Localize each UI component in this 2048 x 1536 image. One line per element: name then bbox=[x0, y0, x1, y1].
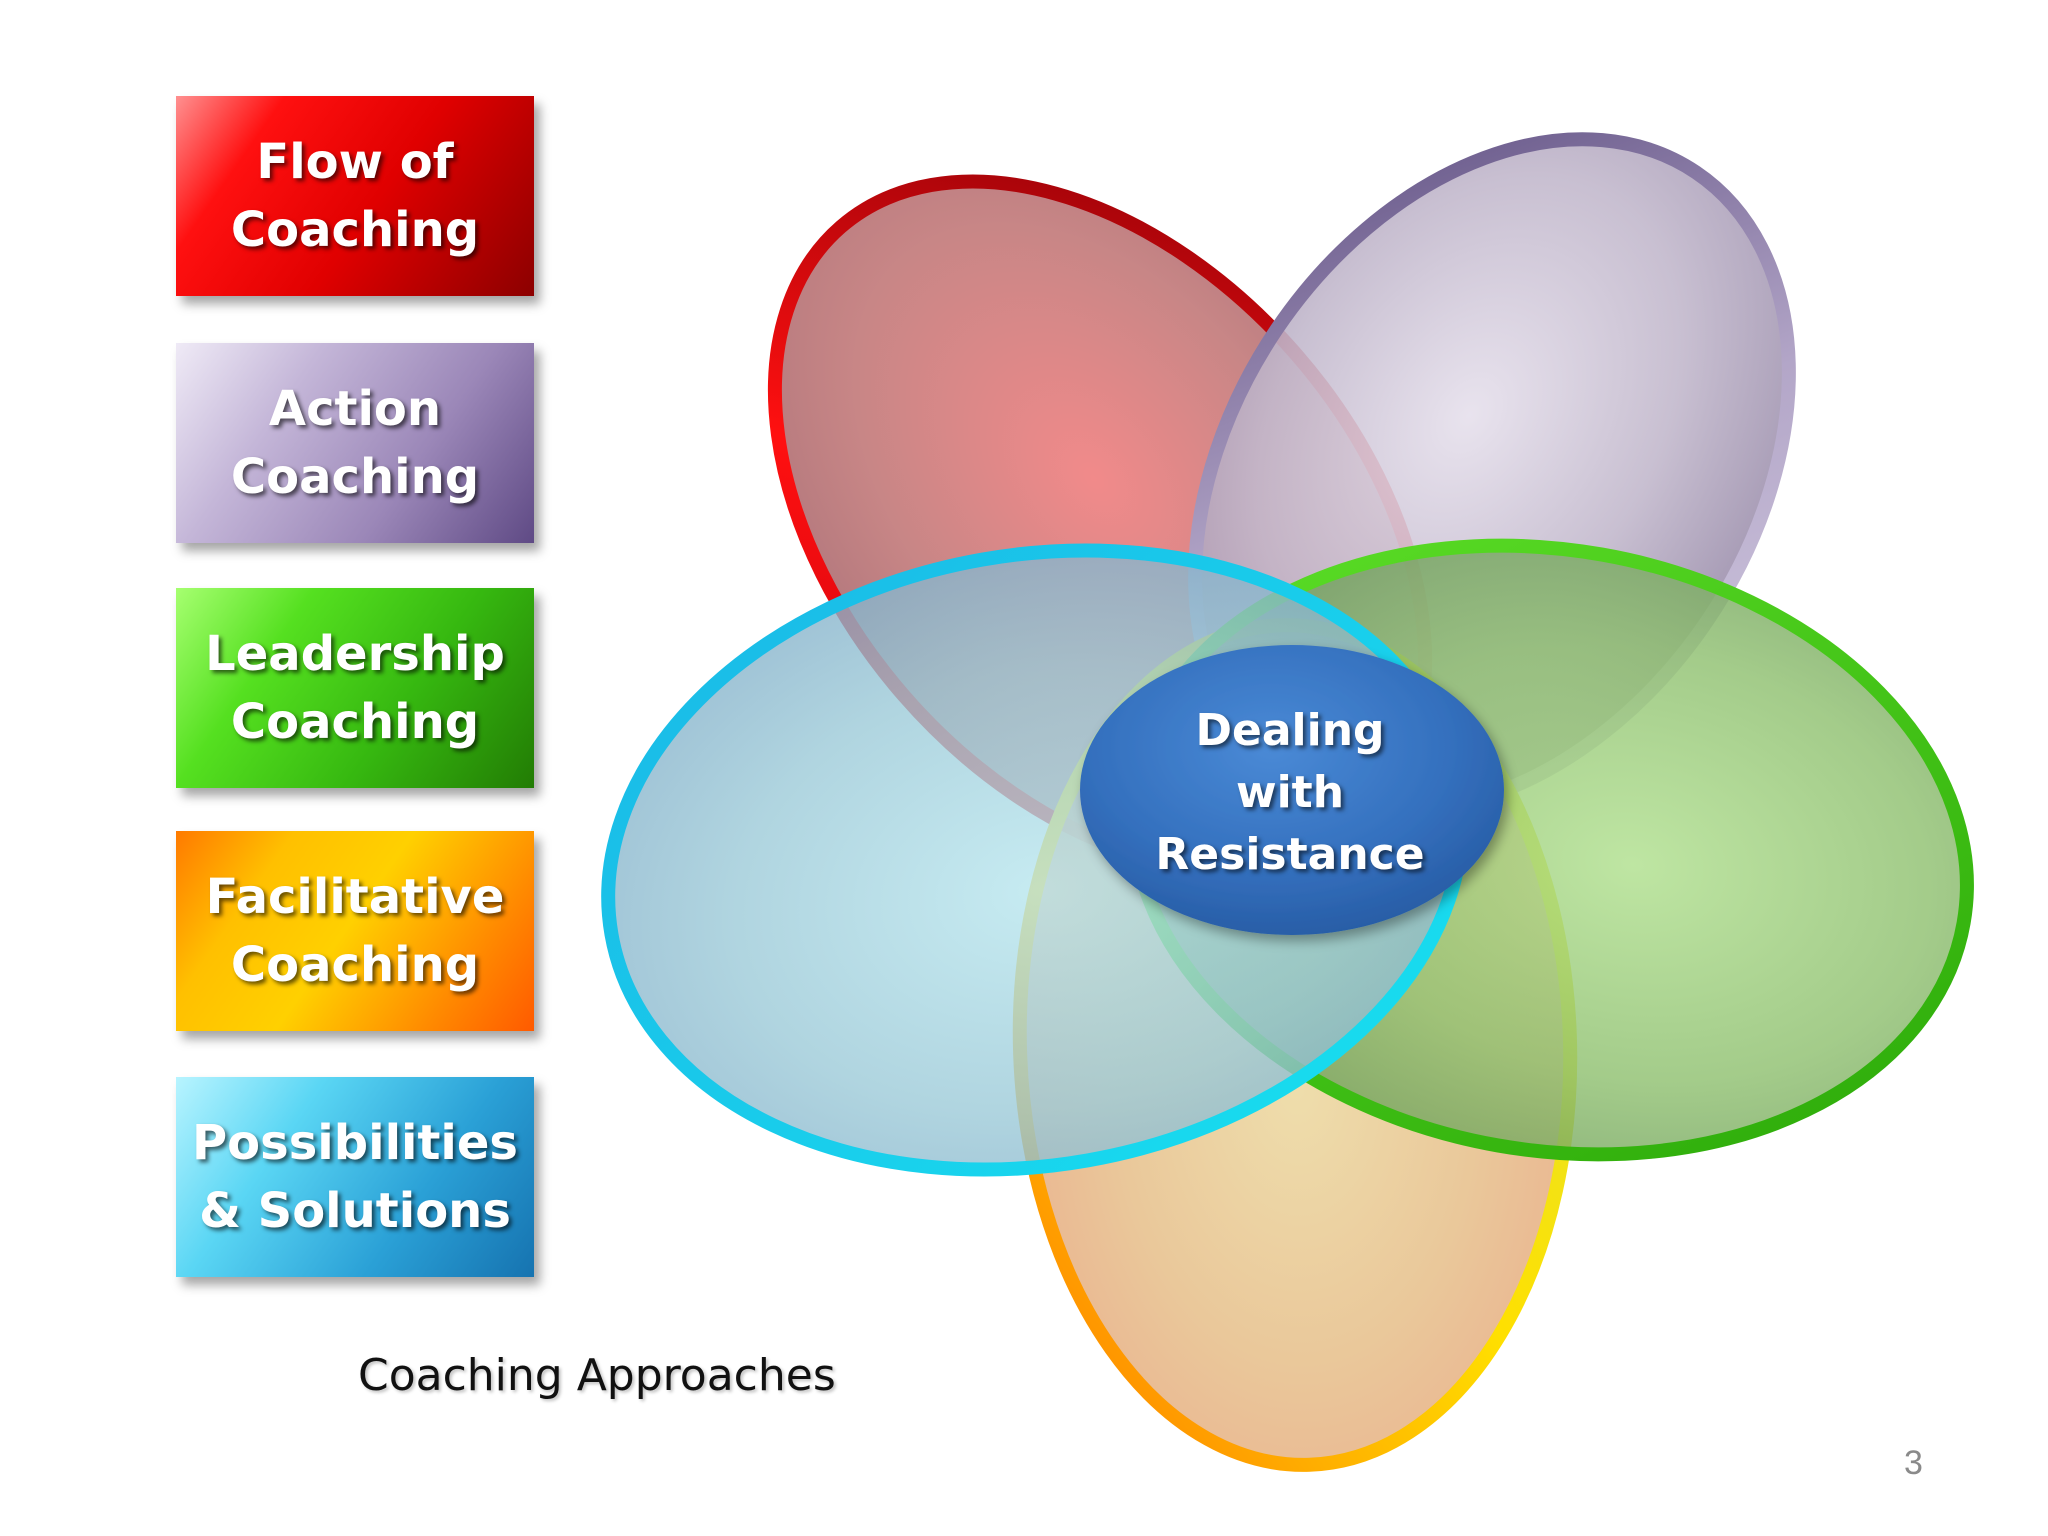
legend-label-leadership-coaching: Leadership Coaching bbox=[205, 626, 505, 750]
legend-label-flow-of-coaching: Flow of Coaching bbox=[230, 134, 480, 258]
center-oval bbox=[1080, 645, 1504, 935]
legend-box-facilitative-coaching: Facilitative Coaching bbox=[176, 831, 534, 1031]
center-label: Dealing with Resistance bbox=[1155, 705, 1425, 880]
legend-box-possibilities-solutions: Possibilities & Solutions bbox=[176, 1077, 534, 1277]
page-number: 3 bbox=[1904, 1444, 1923, 1482]
legend-label-facilitative-coaching: Facilitative Coaching bbox=[205, 869, 505, 993]
legend-box-leadership-coaching: Leadership Coaching bbox=[176, 588, 534, 788]
legend-label-action-coaching: Action Coaching bbox=[230, 381, 480, 505]
caption: Coaching Approaches bbox=[358, 1350, 836, 1401]
legend-label-possibilities-solutions: Possibilities & Solutions bbox=[192, 1115, 518, 1239]
legend-box-flow-of-coaching: Flow of Coaching bbox=[176, 96, 534, 296]
legend-box-action-coaching: Action Coaching bbox=[176, 343, 534, 543]
